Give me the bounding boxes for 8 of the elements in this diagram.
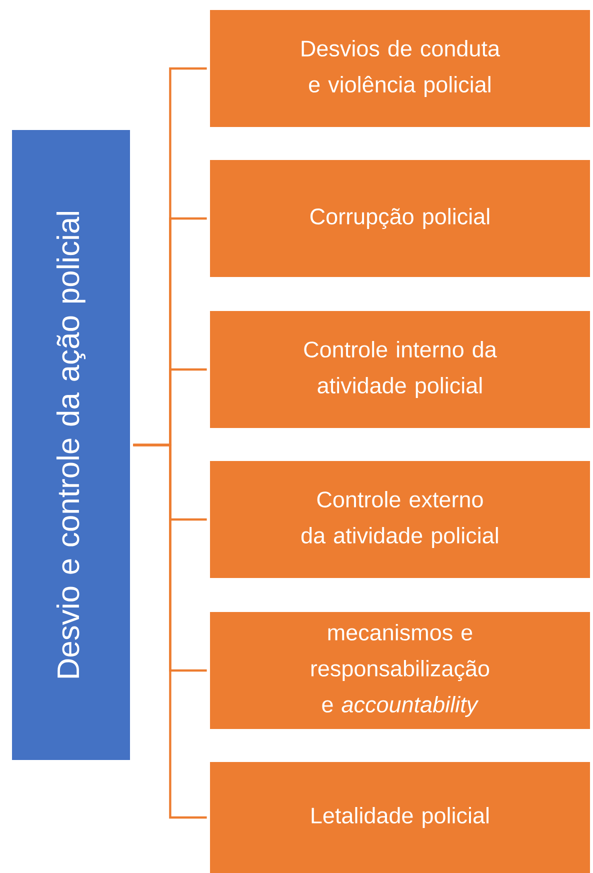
- subtopic-box: Desvios de conduta e violência policial: [210, 10, 590, 127]
- subtopic-box: Controle interno da atividade policial: [210, 311, 590, 428]
- topic-box: Desvio e controle da ação policial: [12, 130, 130, 760]
- subtopic-box: Corrupção policial: [210, 160, 590, 277]
- connector-line: [133, 444, 207, 819]
- subtopic-box: Letalidade policial: [210, 762, 590, 873]
- subtopic-box: Controle externo da atividade policial: [210, 461, 590, 578]
- subtopic-box: mecanismos e responsabilização e accountability: [210, 612, 590, 729]
